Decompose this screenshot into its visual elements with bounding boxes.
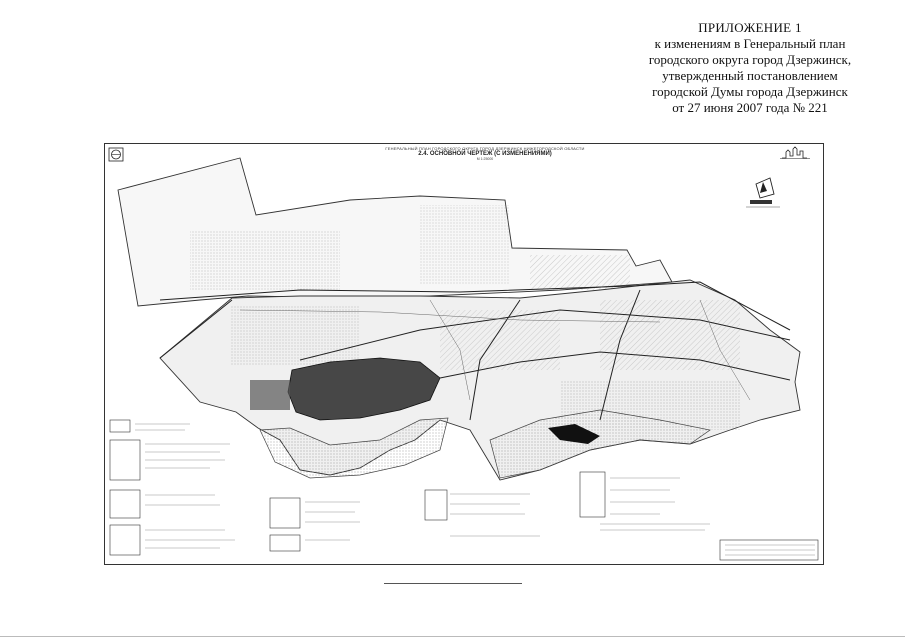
forest-zone-north-2 bbox=[420, 205, 510, 285]
lake-black bbox=[548, 424, 600, 444]
sheet-title-line-2: 2.4. ОСНОВНОЙ ЧЕРТЕЖ (С ИЗМЕНЕНИЯМИ) bbox=[418, 151, 552, 157]
appendix-line-1: к изменениям в Генеральный план bbox=[654, 36, 846, 51]
appendix-line-4: городской Думы города Дзержинск bbox=[652, 84, 848, 99]
urban-block-west bbox=[250, 380, 290, 410]
sheet-title-line-3: М 1:25000 bbox=[476, 157, 494, 161]
legend-text-lines bbox=[135, 423, 815, 556]
city-emblem-icon bbox=[108, 147, 124, 162]
urban-core bbox=[287, 357, 441, 421]
north-arrow-icon bbox=[746, 177, 780, 208]
forest-zone-south bbox=[259, 417, 449, 479]
signature-line bbox=[384, 583, 522, 584]
appendix-title: ПРИЛОЖЕНИЕ 1 bbox=[698, 20, 802, 35]
appendix-line-2: городского округа город Дзержинск, bbox=[648, 52, 852, 67]
forest-zone-north bbox=[190, 230, 340, 290]
sheet-title-line-1: ГЕНЕРАЛЬНЫЙ ПЛАН ГОРОДСКОГО ОКРУГА ГОРОД… bbox=[385, 146, 585, 151]
forest-zone-south-east bbox=[489, 409, 711, 479]
industrial-zone-north bbox=[530, 255, 630, 290]
page-edge bbox=[0, 636, 905, 637]
appendix-line-5: от 27 июня 2007 года № 221 bbox=[672, 100, 828, 115]
appendix-line-3: утвержденный постановлением bbox=[662, 68, 838, 83]
sheet-title-block: ГЕНЕРАЛЬНЫЙ ПЛАН ГОРОДСКОГО ОКРУГА ГОРОД… bbox=[335, 146, 635, 161]
railway-lines bbox=[239, 299, 751, 401]
appendix-header: ПРИЛОЖЕНИЕ 1 к изменениям в Генеральный … bbox=[600, 20, 900, 116]
forest-zone-west bbox=[230, 305, 360, 365]
industrial-zone-east bbox=[600, 300, 740, 370]
legend-blocks bbox=[109, 419, 819, 561]
road-network bbox=[159, 281, 791, 421]
city-skyline-icon bbox=[780, 146, 810, 159]
